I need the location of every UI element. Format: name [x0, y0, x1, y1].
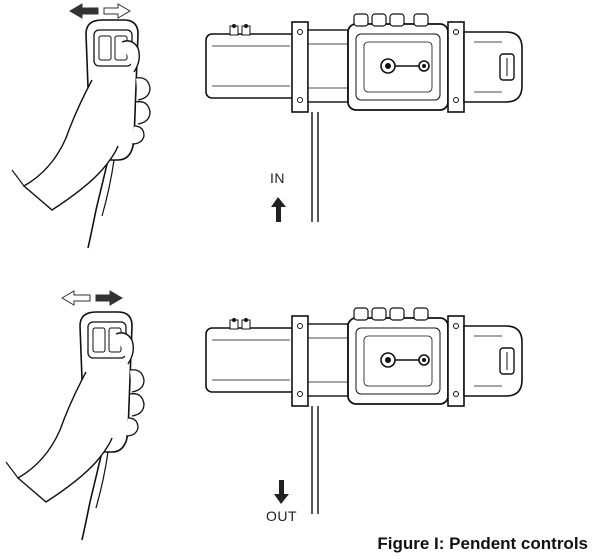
- left-arrow-filled-icon: [69, 3, 99, 19]
- left-arrow-outline-icon: [61, 290, 91, 306]
- direction-label-out: OUT: [266, 508, 298, 524]
- in-panel: [11, 3, 523, 249]
- right-arrow-outline-icon: [103, 3, 131, 19]
- down-arrow-icon: [274, 480, 289, 504]
- direction-label-in: IN: [270, 170, 285, 186]
- cable-line: [311, 406, 319, 514]
- pendant-hand-illustration: [5, 311, 145, 541]
- up-arrow-icon: [271, 197, 286, 222]
- cable-line: [311, 112, 319, 222]
- pendant-hand-illustration: [11, 19, 151, 249]
- figure-caption: Figure I: Pendent controls: [377, 534, 588, 553]
- winch-illustration: [205, 307, 523, 407]
- winch-illustration: [205, 13, 523, 113]
- right-arrow-filled-icon: [95, 290, 123, 306]
- out-panel: [5, 290, 523, 541]
